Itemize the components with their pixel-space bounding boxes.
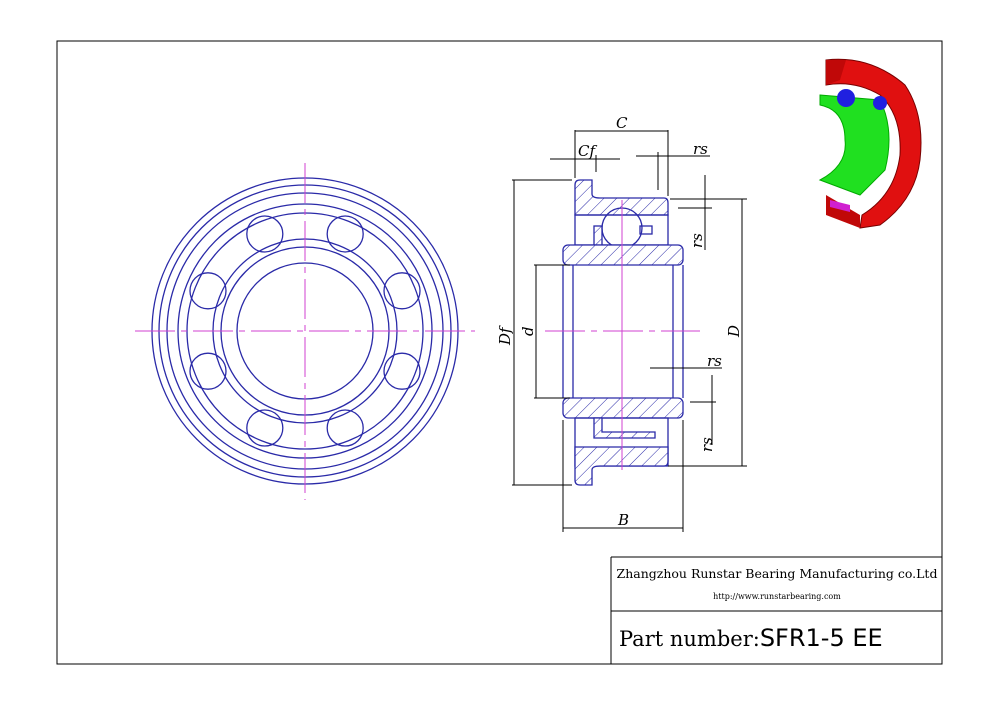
label-rs-right-bottom: rs <box>698 437 716 452</box>
ball-outline <box>246 409 284 447</box>
label-rs-top: rs <box>693 140 708 158</box>
part-number-value: SFR1-5 EE <box>759 624 883 652</box>
ball-outline <box>189 272 227 310</box>
ball-outline <box>189 352 227 390</box>
label-d: d <box>519 326 537 336</box>
bearing-3d-render <box>818 58 922 229</box>
front-view <box>135 163 475 500</box>
part-number-label: Part number: <box>619 627 760 651</box>
ball-outline <box>326 409 364 447</box>
label-Cf: Cf <box>578 142 597 160</box>
label-rs-right-top: rs <box>688 233 706 248</box>
section-view <box>545 179 700 486</box>
label-rs-mid: rs <box>707 352 722 370</box>
label-D: D <box>725 325 743 338</box>
label-C: C <box>616 114 628 132</box>
label-B: B <box>617 511 629 529</box>
company-url: http://www.runstarbearing.com <box>713 592 841 601</box>
ball-outline <box>383 272 421 310</box>
company-name: Zhangzhou Runstar Bearing Manufacturing … <box>616 566 938 581</box>
ball-outline <box>246 215 284 253</box>
ball-outline <box>383 352 421 390</box>
label-Df: Df <box>496 325 514 346</box>
ball-outline <box>326 215 364 253</box>
drawing-border <box>56 40 943 665</box>
title-block <box>610 556 942 664</box>
part-number-row: Part number:SFR1-5 EE <box>619 624 883 652</box>
dimensions: C Cf rs rs Df d D rs rs B <box>496 114 747 532</box>
